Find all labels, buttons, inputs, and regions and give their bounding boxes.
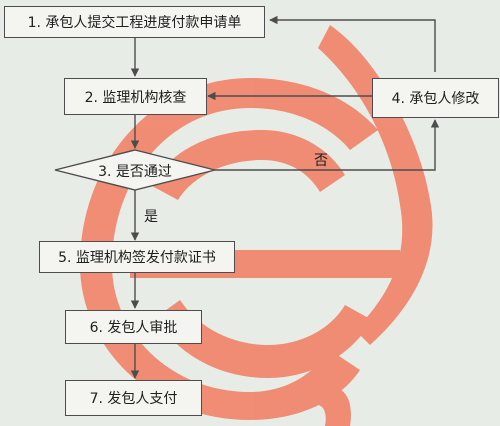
step-7-box: 7. 发包人支付: [65, 380, 202, 416]
step-1-box: 1. 承包人提交工程进度付款申请单: [4, 6, 265, 38]
yes-label: 是: [144, 209, 158, 225]
step-6-box: 6. 发包人审批: [65, 310, 202, 344]
step-2-box: 2. 监理机构核查: [64, 78, 207, 115]
no-label: 否: [314, 153, 328, 169]
step-4-box: 4. 承包人修改: [372, 78, 499, 118]
connectors: [130, 15, 440, 379]
step-5-box: 5. 监理机构签发付款证书: [39, 241, 235, 273]
decision-label: 3. 是否通过: [98, 164, 172, 180]
decision-diamond: [54, 149, 216, 191]
